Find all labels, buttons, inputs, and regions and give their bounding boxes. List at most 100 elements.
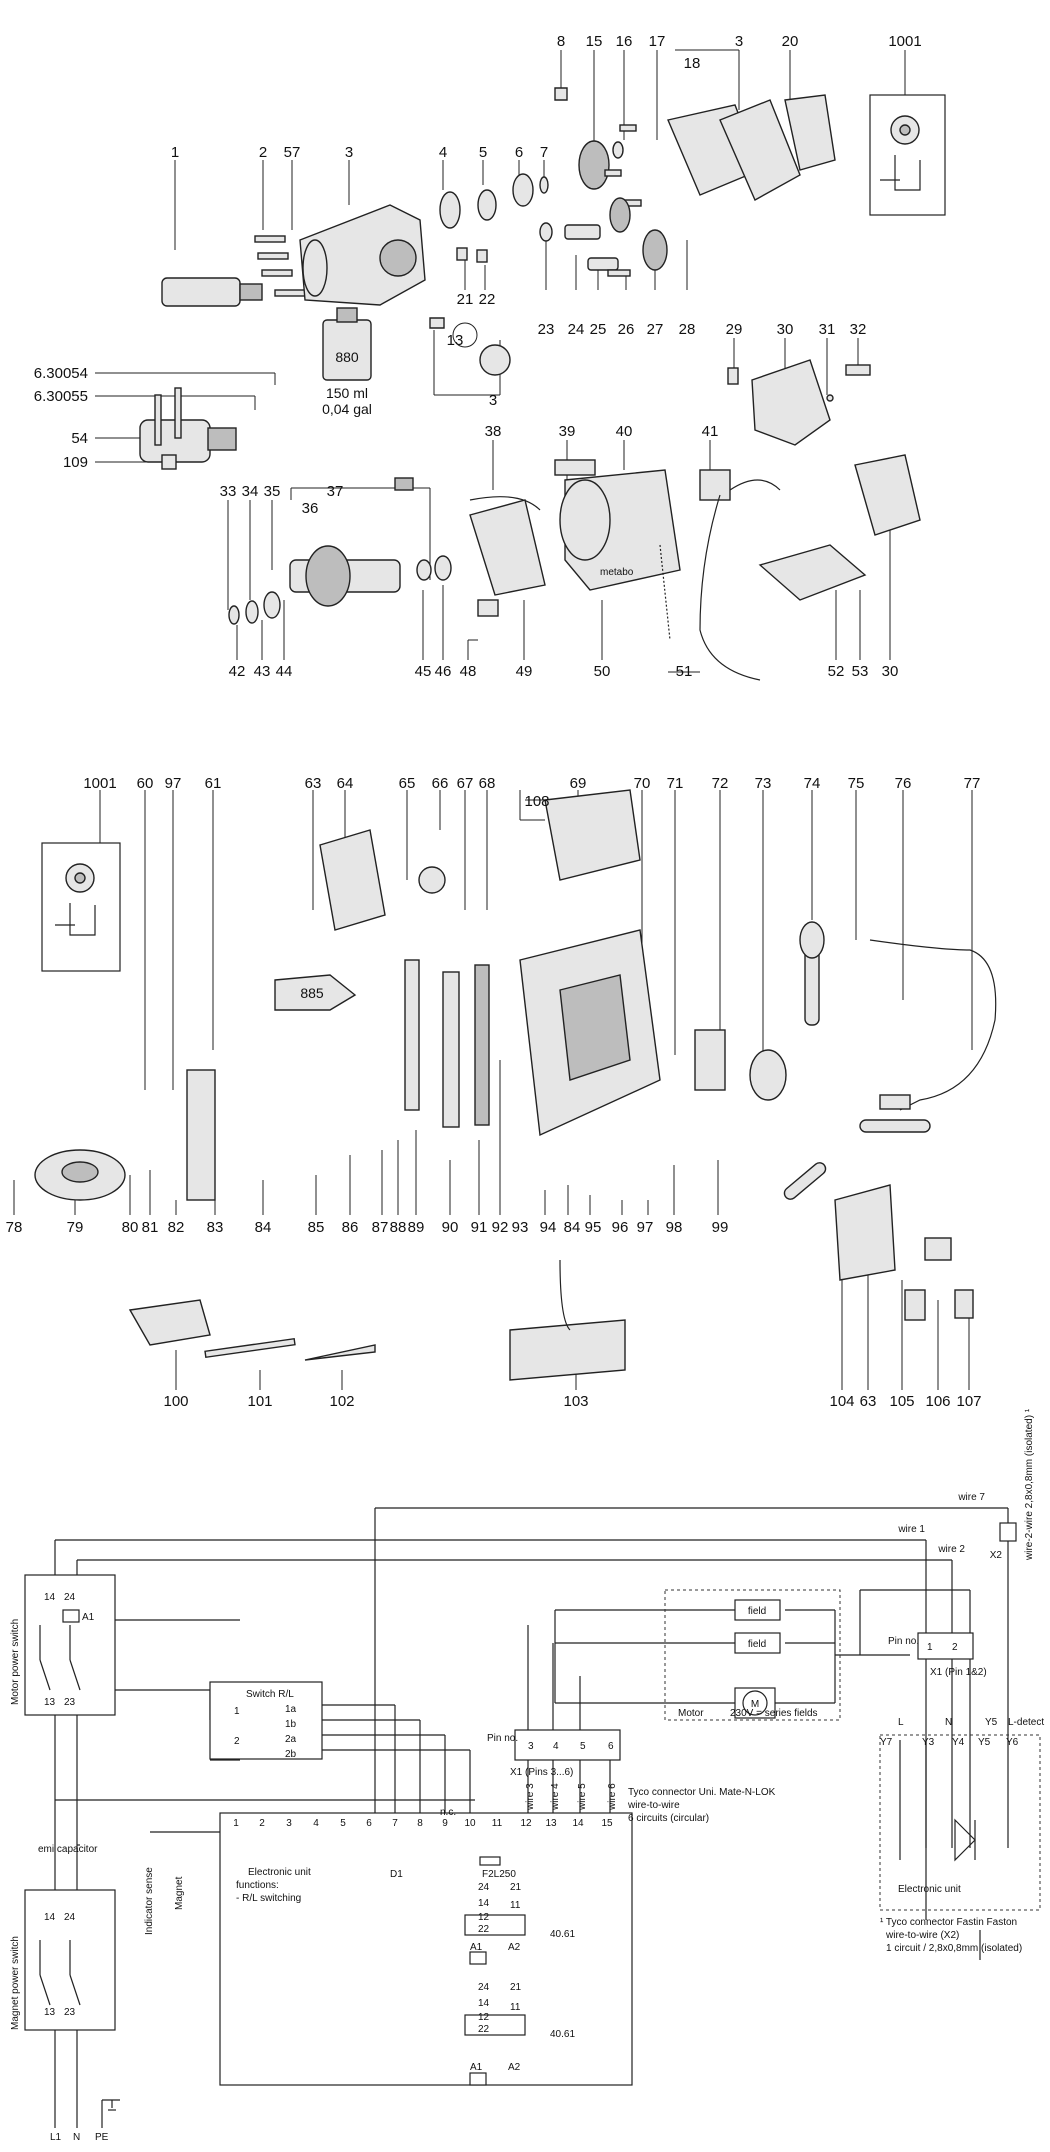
motor-power-switch-label: Motor power switch [10,1619,21,1705]
motor-symbol: M [751,1699,759,1710]
x1-pin-6: 6 [608,1741,614,1752]
svg-text:102: 102 [329,1393,354,1410]
svg-text:95: 95 [585,1219,602,1236]
x1-pins-1-2-label: X1 (Pin 1&2) [930,1667,987,1678]
svg-text:68: 68 [479,775,496,792]
svg-text:109: 109 [63,454,88,471]
wire-6-label: wire 6 [607,1783,618,1811]
grease-tube-label: 885 [300,985,324,1001]
relay-2-label: 40.61 [550,2029,575,2040]
switch-pin-1a: 1a [285,1704,297,1715]
svg-text:80: 80 [122,1219,139,1236]
svg-text:8: 8 [417,1818,423,1829]
relay1-pin-11: 11 [510,1900,521,1911]
svg-text:67: 67 [457,775,474,792]
x1-pin-1: 1 [927,1642,933,1653]
relay1-pin-a2: A2 [508,1942,521,1953]
wire-7-label: wire 7 [957,1492,985,1503]
svg-text:64: 64 [337,775,354,792]
relay2-pin-14: 14 [478,1998,490,2009]
svg-text:88: 88 [390,1219,407,1236]
wire-3-label: wire 3 [525,1783,536,1811]
switch-left-pin-1: 1 [234,1706,240,1717]
wire-2-label: wire 2 [937,1544,965,1555]
wire-1-label: wire 1 [897,1524,925,1535]
svg-text:25: 25 [590,321,607,338]
term-l: L [898,1717,904,1728]
tyco-uni-line1: Tyco connector Uni. Mate-N-LOK [628,1787,776,1798]
relay1-pin-14: 14 [478,1898,490,1909]
footnote-2: wire-to-wire (X2) [885,1930,959,1941]
svg-text:5: 5 [479,144,487,161]
x1-pin-2: 2 [952,1642,958,1653]
svg-text:107: 107 [956,1393,981,1410]
bottom-part-numbers: 1001 60 97 61 63 64 65 66 67 68 108 69 7… [6,775,982,1410]
svg-text:98: 98 [666,1219,683,1236]
indicator-sense-label: Indicator sense [144,1867,155,1935]
svg-text:33: 33 [220,483,237,500]
term-l-detect: L-detect [1008,1717,1044,1728]
svg-text:36: 36 [302,500,319,517]
svg-text:2: 2 [259,144,267,161]
msw-24: 24 [64,1592,76,1603]
svg-text:11: 11 [492,1818,503,1829]
svg-text:31: 31 [819,321,836,338]
electronic-unit-block [879,1734,1041,1911]
svg-text:3: 3 [345,144,353,161]
svg-text:46: 46 [435,663,452,680]
motor-note: 230V = series fields [730,1708,818,1719]
svg-text:48: 48 [460,663,477,680]
eu-functions-line3: - R/L switching [236,1893,301,1904]
term-y4: Y4 [952,1737,965,1748]
tyco-uni-line3: 6 circuits (circular) [628,1813,709,1824]
svg-text:77: 77 [964,775,981,792]
svg-text:44: 44 [276,663,293,680]
svg-text:7: 7 [540,144,548,161]
svg-text:17: 17 [649,33,666,50]
svg-text:96: 96 [612,1219,629,1236]
svg-text:1: 1 [233,1818,239,1829]
brand-label: metabo [600,567,634,578]
svg-text:15: 15 [586,33,603,50]
field-label-2: field [748,1639,766,1650]
relay2-pin-22: 22 [478,2024,490,2035]
svg-text:60: 60 [137,775,154,792]
switch-pin-1b: 1b [285,1719,297,1730]
svg-text:104: 104 [829,1393,854,1410]
svg-text:79: 79 [67,1219,84,1236]
svg-text:78: 78 [6,1219,23,1236]
svg-text:4: 4 [439,144,447,161]
svg-text:63: 63 [860,1393,877,1410]
svg-text:91: 91 [471,1219,488,1236]
fuse-label: F2L250 [482,1869,516,1880]
relay2-pin-21: 21 [510,1982,522,1993]
footnote-1: ¹ Tyco connector Fastin Faston [880,1917,1017,1928]
svg-text:52: 52 [828,663,845,680]
svg-text:86: 86 [342,1219,359,1236]
term-n: N [945,1717,952,1728]
svg-text:101: 101 [247,1393,272,1410]
wiring-diagram: wire 7 wire 1 wire 2 X2 wire-2-wire 2,8x… [10,1408,1044,2143]
supply-l1: L1 [50,2132,62,2143]
magnet-power-switch-label: Magnet power switch [10,1936,21,2030]
svg-text:49: 49 [516,663,533,680]
svg-text:3: 3 [489,392,497,409]
relay2-pin-a1: A1 [470,2062,483,2073]
svg-text:34: 34 [242,483,259,500]
x1-pin-3: 3 [528,1741,534,1752]
term-y7: Y7 [880,1737,893,1748]
electronic-unit-terminal-box [219,1812,633,2086]
svg-text:10: 10 [464,1818,476,1829]
svg-text:108: 108 [524,793,549,810]
x2-label: X2 [990,1550,1003,1561]
gsw-24: 24 [64,1912,76,1923]
svg-text:6: 6 [515,144,523,161]
pin-no-label-right: Pin no. [888,1636,919,1647]
top-part-numbers: 1 2 57 3 4 5 6 7 8 15 16 17 3 18 20 1001… [34,33,922,680]
x1-pins-3-6-label: X1 (Pins 3...6) [510,1767,573,1778]
svg-text:50: 50 [594,663,611,680]
svg-text:6: 6 [366,1818,372,1829]
relay2-pin-11: 11 [510,2002,521,2013]
svg-text:74: 74 [804,775,821,792]
svg-text:32: 32 [850,321,867,338]
